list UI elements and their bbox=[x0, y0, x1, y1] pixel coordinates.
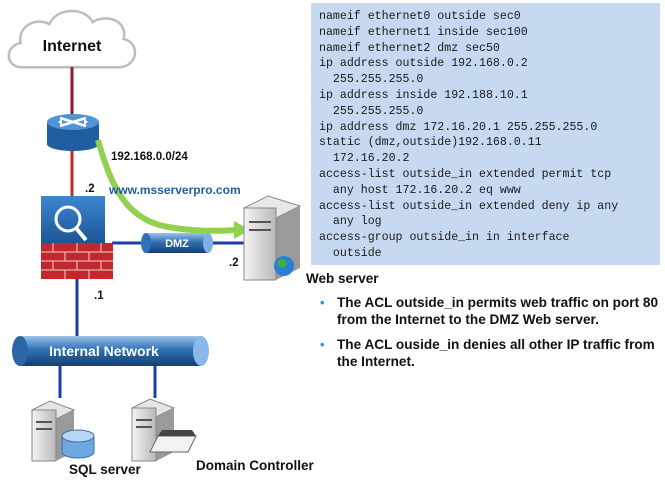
web-server-icon bbox=[242, 195, 302, 281]
web-traffic-arrow bbox=[95, 139, 237, 234]
config-line: outside bbox=[319, 246, 382, 260]
note-item: • The ACL outside_in permits web traffic… bbox=[320, 294, 658, 328]
website-label: www.msserverpro.com bbox=[109, 183, 241, 197]
bullet-icon: • bbox=[320, 337, 325, 352]
config-line: ip address outside 192.168.0.2 bbox=[319, 57, 528, 71]
config-line: nameif ethernet1 inside sec100 bbox=[319, 25, 528, 39]
outside-network-label: 192.168.0.0/24 bbox=[111, 151, 188, 163]
config-line: access-group outside_in in interface bbox=[319, 231, 570, 245]
config-line: any log bbox=[319, 215, 382, 229]
notes-list: • The ACL outside_in permits web traffic… bbox=[320, 294, 658, 378]
config-line: ip address inside 192.188.10.1 bbox=[319, 88, 528, 102]
web-traffic-arrowhead bbox=[234, 221, 250, 239]
bullet-icon: • bbox=[320, 295, 325, 310]
firewall-outside-ip-label: .2 bbox=[85, 183, 95, 195]
config-line: ip address dmz 172.16.20.1 255.255.255.0 bbox=[319, 120, 598, 134]
config-line: access-list outside_in extended permit t… bbox=[319, 167, 612, 181]
note-text: The ACL outside_in permits web traffic o… bbox=[337, 295, 659, 327]
note-item: • The ACL ouside_in denies all other IP … bbox=[320, 336, 658, 370]
domain-controller-label: Domain Controller bbox=[196, 458, 314, 473]
internal-network-tube-icon bbox=[12, 336, 209, 366]
internet-cloud-icon bbox=[7, 9, 137, 69]
firewall-config-panel: nameif ethernet0 outside sec0 nameif eth… bbox=[311, 3, 660, 265]
internal-network-label: Internal Network bbox=[49, 343, 159, 359]
sql-server-label: SQL server bbox=[69, 462, 141, 477]
note-text: The ACL ouside_in denies all other IP tr… bbox=[337, 337, 655, 369]
config-line: nameif ethernet0 outside sec0 bbox=[319, 10, 521, 23]
dmz-link-label: DMZ bbox=[165, 238, 189, 250]
config-line: 255.255.255.0 bbox=[319, 104, 424, 118]
internet-label: Internet bbox=[43, 38, 102, 55]
firewall-icon bbox=[41, 196, 113, 279]
domain-controller-icon bbox=[130, 398, 197, 462]
config-line: 255.255.255.0 bbox=[319, 73, 424, 87]
firewall-inside-ip-label: .1 bbox=[94, 290, 104, 302]
config-line: access-list outside_in extended deny ip … bbox=[319, 199, 619, 213]
config-line: 172.16.20.2 bbox=[319, 152, 410, 166]
web-server-ip-label: .2 bbox=[229, 257, 239, 269]
router-icon bbox=[47, 114, 99, 151]
config-line: any host 172.16.20.2 eq www bbox=[319, 183, 521, 197]
dmz-tube-icon bbox=[141, 233, 213, 253]
sql-server-icon bbox=[30, 400, 95, 462]
config-line: static (dmz,outside)192.168.0.11 bbox=[319, 136, 542, 150]
config-line: nameif ethernet2 dmz sec50 bbox=[319, 41, 500, 55]
web-server-label: Web server bbox=[306, 271, 379, 286]
